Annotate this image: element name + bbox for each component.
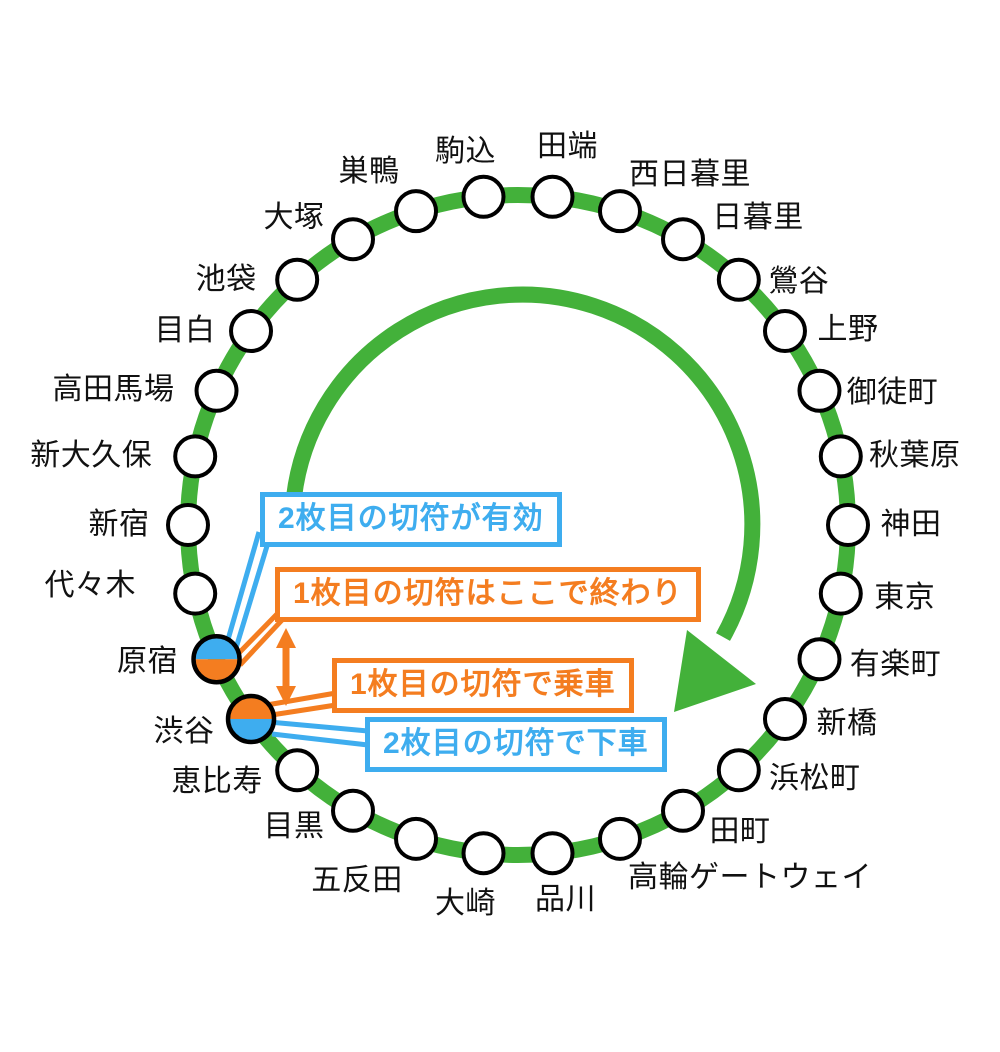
station-label: 鶯谷 xyxy=(768,264,830,298)
station-label: 有楽町 xyxy=(849,648,942,682)
leader-lines-ticket1-ends xyxy=(234,611,284,667)
station-circle xyxy=(394,816,439,861)
station-circle xyxy=(661,217,705,262)
callout-ticket2-alight: 2枚目の切符で下車 xyxy=(365,717,667,772)
leader-lines-ticket2-alight xyxy=(268,719,369,748)
station-label: 代々木 xyxy=(44,568,136,602)
station-label: 目白 xyxy=(154,314,216,348)
station-label: 原宿 xyxy=(117,645,179,679)
station-label: 浜松町 xyxy=(769,762,861,796)
station-label: 大塚 xyxy=(263,201,325,235)
station-circle xyxy=(173,571,218,616)
station-label: 高輪ゲートウェイ xyxy=(627,860,872,894)
station-label: 巣鴨 xyxy=(338,155,400,189)
station-circle xyxy=(461,174,506,219)
leader-lines-ticket2-valid xyxy=(224,531,270,649)
station-label: 新橋 xyxy=(816,706,878,740)
station-label: 御徒町 xyxy=(846,375,939,409)
station-circle xyxy=(716,748,761,793)
station-circle xyxy=(597,816,642,861)
station-label: 田端 xyxy=(536,129,598,163)
callout-ticket1-board: 1枚目の切符で乗車 xyxy=(332,658,634,713)
leader-lines-ticket1-board xyxy=(260,690,337,719)
station-label: 品川 xyxy=(534,883,596,917)
station-label: 恵比寿 xyxy=(171,765,263,799)
station-circle xyxy=(797,637,842,682)
station-circle xyxy=(826,503,870,547)
station-label: 新宿 xyxy=(88,508,150,541)
station-circle xyxy=(194,368,239,413)
clockwise-direction-arrow-arc xyxy=(286,286,761,641)
stations-layer xyxy=(166,174,870,876)
station-label: 西日暮里 xyxy=(628,158,751,192)
station-label: 秋葉原 xyxy=(869,439,961,473)
station-circle xyxy=(762,309,807,354)
station-label: 五反田 xyxy=(311,863,403,897)
station-label: 池袋 xyxy=(195,262,257,296)
station-circle xyxy=(166,503,210,547)
station-circle xyxy=(597,189,642,234)
clockwise-direction-arrowhead-icon xyxy=(674,630,756,712)
station-circle xyxy=(797,368,842,413)
station-label: 東京 xyxy=(874,580,936,614)
station-circle xyxy=(331,788,375,833)
station-label: 上野 xyxy=(817,313,879,347)
station-circle xyxy=(394,189,439,234)
station-circle xyxy=(331,217,375,262)
station-label: 大崎 xyxy=(435,887,496,921)
station-circle xyxy=(530,831,575,876)
station-label: 目黒 xyxy=(263,809,325,843)
callout-ticket2-valid: 2枚目の切符が有効 xyxy=(260,492,562,547)
station-label: 駒込 xyxy=(435,134,496,168)
station-label: 日暮里 xyxy=(712,201,804,235)
station-circle xyxy=(530,174,575,219)
double-arrow-icon xyxy=(276,628,296,706)
station-circle xyxy=(762,696,807,741)
station-circle-split xyxy=(225,693,277,745)
station-circle xyxy=(173,434,218,479)
station-label: 神田 xyxy=(880,508,942,541)
station-circle xyxy=(461,831,506,876)
station-circle xyxy=(818,434,863,479)
station-label: 高田馬場 xyxy=(52,372,175,406)
station-circle xyxy=(661,788,705,833)
callout-ticket1-ends: 1枚目の切符はここで終わり xyxy=(275,567,701,622)
station-circle xyxy=(818,571,863,616)
station-circle xyxy=(275,257,320,302)
station-circle xyxy=(229,309,274,354)
station-label: 新大久保 xyxy=(30,439,153,473)
station-circle xyxy=(716,257,761,302)
station-circle xyxy=(275,748,320,793)
station-label: 田町 xyxy=(709,814,771,848)
station-circle-split xyxy=(191,633,242,685)
station-label: 渋谷 xyxy=(153,714,215,748)
